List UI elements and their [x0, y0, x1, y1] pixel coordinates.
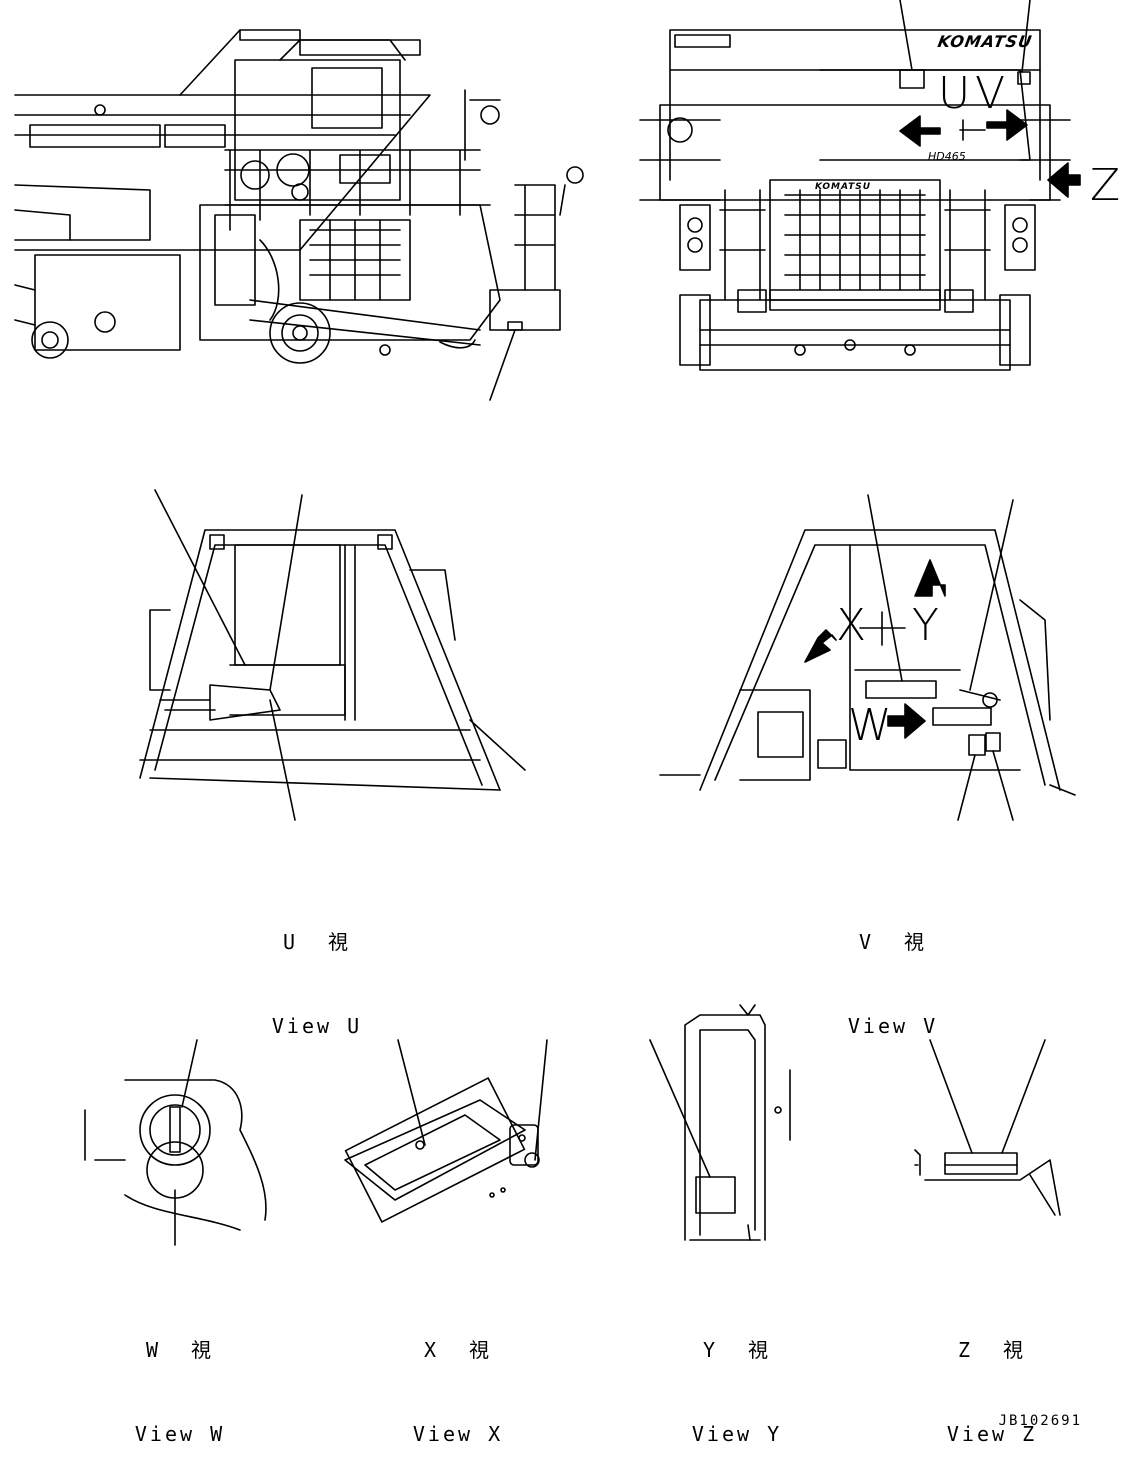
caption-view-y: Y 視 View Y [682, 1280, 792, 1476]
view-x-leader-b [534, 1039, 548, 1161]
view-x-arrow [804, 629, 837, 663]
view-u-arrow [899, 115, 941, 147]
brand-logo: KOMATSU [936, 32, 1034, 51]
front-leader-right [1021, 0, 1031, 73]
caption-view-y-en: View Y [691, 1422, 783, 1446]
view-v-leader-c [957, 754, 976, 821]
caption-view-z: Z 視 View Z [937, 1280, 1047, 1476]
view-v-arrow [986, 109, 1028, 141]
marker-z: Z [1090, 160, 1121, 211]
marker-w: W [848, 700, 892, 751]
front-leader-left [899, 0, 913, 71]
view-u-leader-c [269, 699, 296, 821]
view-x-leader-a [397, 1039, 426, 1146]
view-z-leader-a [929, 1039, 973, 1154]
view-v-leader-a [867, 494, 903, 682]
view-v-label-small-a [968, 734, 986, 756]
marker-v: V [975, 68, 1006, 119]
view-w-drawing [84, 1079, 267, 1246]
view-v-leader-b [969, 499, 1014, 691]
front-view-truck [639, 29, 1071, 371]
view-y-drawing [684, 1004, 791, 1241]
front-label-u [899, 69, 925, 89]
caption-view-w: W 視 View W [125, 1280, 235, 1476]
caption-view-w-en: View W [134, 1422, 226, 1446]
view-w-leader [181, 1039, 198, 1108]
view-v-label-large [865, 680, 937, 699]
view-z-arrow [1047, 162, 1081, 198]
drawing-number: JB102691 [998, 1413, 1082, 1429]
view-x-drawing [344, 1077, 540, 1223]
view-uv-separator [959, 119, 986, 141]
caption-view-v-en: View V [847, 1014, 939, 1038]
view-v-label-medium [932, 707, 992, 726]
view-u-leader-b [269, 494, 303, 691]
side-view-leader [489, 329, 516, 401]
marker-x: X [836, 600, 867, 651]
caption-view-w-jp: W 視 [145, 1338, 215, 1362]
view-xy-separator [859, 611, 906, 646]
view-v-label-small-b [985, 732, 1001, 752]
front-label-v [1017, 71, 1031, 85]
caption-view-v: V 視 View V [838, 872, 948, 1068]
view-v-leader-d [992, 750, 1014, 821]
view-y-label [695, 1176, 736, 1214]
view-z-leader-b [1001, 1039, 1046, 1154]
view-z-drawing [914, 1149, 1061, 1216]
caption-view-y-jp: Y 視 [702, 1338, 772, 1362]
caption-view-v-jp: V 視 [858, 930, 928, 954]
model-badge: HD465 [928, 150, 966, 163]
caption-view-u-jp: U 視 [282, 930, 352, 954]
view-y-leader [649, 1039, 711, 1178]
view-w-arrow [887, 703, 926, 739]
view-y-arrow [914, 559, 946, 597]
marker-u: U [938, 68, 971, 119]
view-u-drawing [139, 529, 526, 791]
caption-view-z-jp: Z 視 [957, 1338, 1027, 1362]
side-view-truck [14, 29, 584, 364]
caption-view-x-en: View X [412, 1422, 504, 1446]
caption-view-z-en: View Z [946, 1422, 1038, 1446]
caption-view-x: X 視 View X [403, 1280, 513, 1476]
grille-brand-logo: KOMATSU [815, 182, 872, 192]
caption-view-u-en: View U [271, 1014, 363, 1038]
caption-view-x-jp: X 視 [423, 1338, 493, 1362]
view-u-leader-a [154, 489, 246, 666]
caption-view-u: U 視 View U [262, 872, 372, 1068]
view-z-label [944, 1152, 1018, 1175]
marker-y: Y [912, 600, 939, 651]
view-v-drawing [659, 529, 1076, 796]
